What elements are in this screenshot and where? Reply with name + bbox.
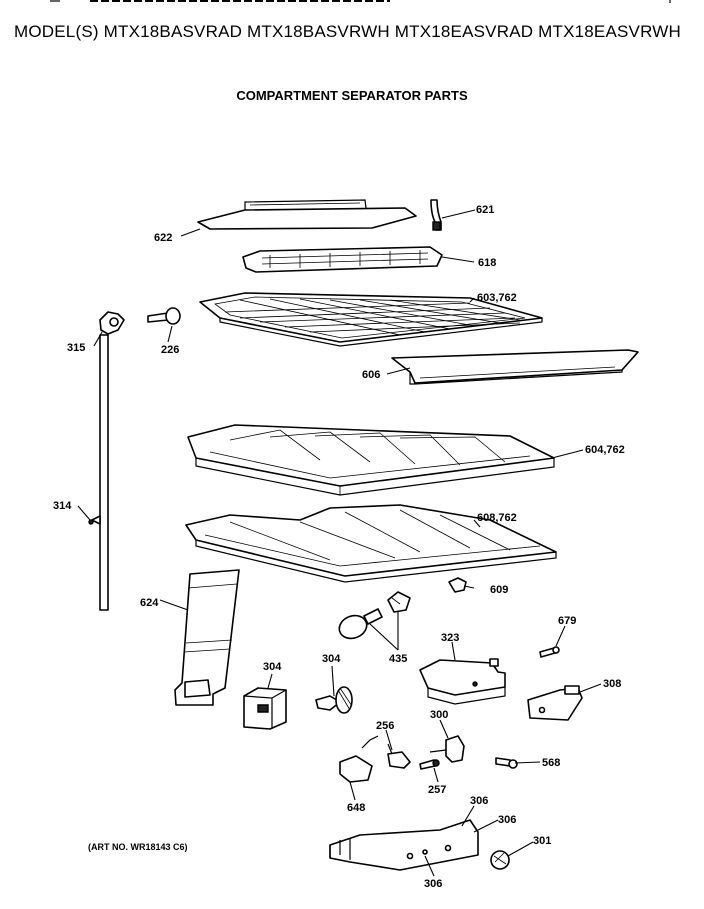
- callout-621: 621: [476, 204, 494, 216]
- part-257-screw: [419, 759, 440, 770]
- part-315-314-rod: [88, 311, 125, 611]
- callout-679: 679: [558, 615, 576, 627]
- part-435-bulbs: [338, 591, 411, 640]
- callout-609: 609: [490, 584, 508, 596]
- part-306-bracket: [329, 819, 479, 871]
- part-304-box: [243, 687, 287, 730]
- callout-618: 618: [478, 257, 496, 269]
- callout-304b: 304: [322, 653, 341, 665]
- part-323-bracket: [419, 658, 506, 705]
- part-609-clip: [448, 577, 467, 593]
- top-edge-marks: [50, 0, 671, 3]
- callout-257: 257: [428, 784, 446, 796]
- part-604-tray: [187, 424, 555, 496]
- callout-435: 435: [389, 653, 407, 665]
- callout-256: 256: [376, 720, 394, 732]
- part-621-connector: [430, 199, 442, 231]
- callout-648: 648: [347, 802, 365, 814]
- callout-603: 603,762: [477, 292, 517, 304]
- leader-lines: [77, 209, 602, 877]
- callout-301: 301: [533, 835, 551, 847]
- callout-622: 622: [154, 232, 172, 244]
- callout-604: 604,762: [585, 444, 625, 456]
- part-648-thermostat: [339, 735, 379, 783]
- part-622-cover: [197, 199, 417, 230]
- part-226-screw: [147, 307, 181, 325]
- callout-306b: 306: [498, 814, 516, 826]
- callout-306a: 306: [470, 795, 488, 807]
- part-606-trim: [391, 349, 639, 385]
- part-300-switch: [429, 735, 465, 763]
- part-603-shelf: [199, 292, 543, 347]
- callout-308: 308: [603, 678, 621, 690]
- part-679-screw: [539, 646, 560, 658]
- part-608-separator: [185, 504, 557, 583]
- part-256-sensor: [387, 743, 411, 769]
- callout-labels: 621 622 618 603,762 315 226 606 604,762 …: [53, 204, 625, 890]
- part-624-duct: [174, 569, 240, 706]
- callout-568: 568: [542, 757, 560, 769]
- page-title: COMPARTMENT SEPARATOR PARTS: [236, 88, 468, 103]
- art-number-note: (ART NO. WR18143 C6): [88, 842, 188, 852]
- callout-304a: 304: [263, 661, 282, 673]
- part-618-housing: [242, 246, 443, 273]
- part-308-plate: [527, 685, 583, 721]
- callout-306c: 306: [424, 878, 442, 890]
- model-header: MODEL(S) MTX18BASVRAD MTX18BASVRWH MTX18…: [14, 22, 681, 41]
- callout-300: 300: [430, 709, 448, 721]
- callout-314: 314: [53, 500, 72, 512]
- callout-226: 226: [161, 344, 179, 356]
- part-301-knob: [490, 850, 510, 870]
- callout-608: 608,762: [477, 512, 517, 524]
- callout-624: 624: [140, 597, 159, 609]
- callout-323: 323: [441, 632, 459, 644]
- callout-315: 315: [67, 342, 85, 354]
- callout-606: 606: [362, 369, 380, 381]
- part-304-knob: [315, 686, 353, 714]
- part-568-screw: [495, 757, 518, 769]
